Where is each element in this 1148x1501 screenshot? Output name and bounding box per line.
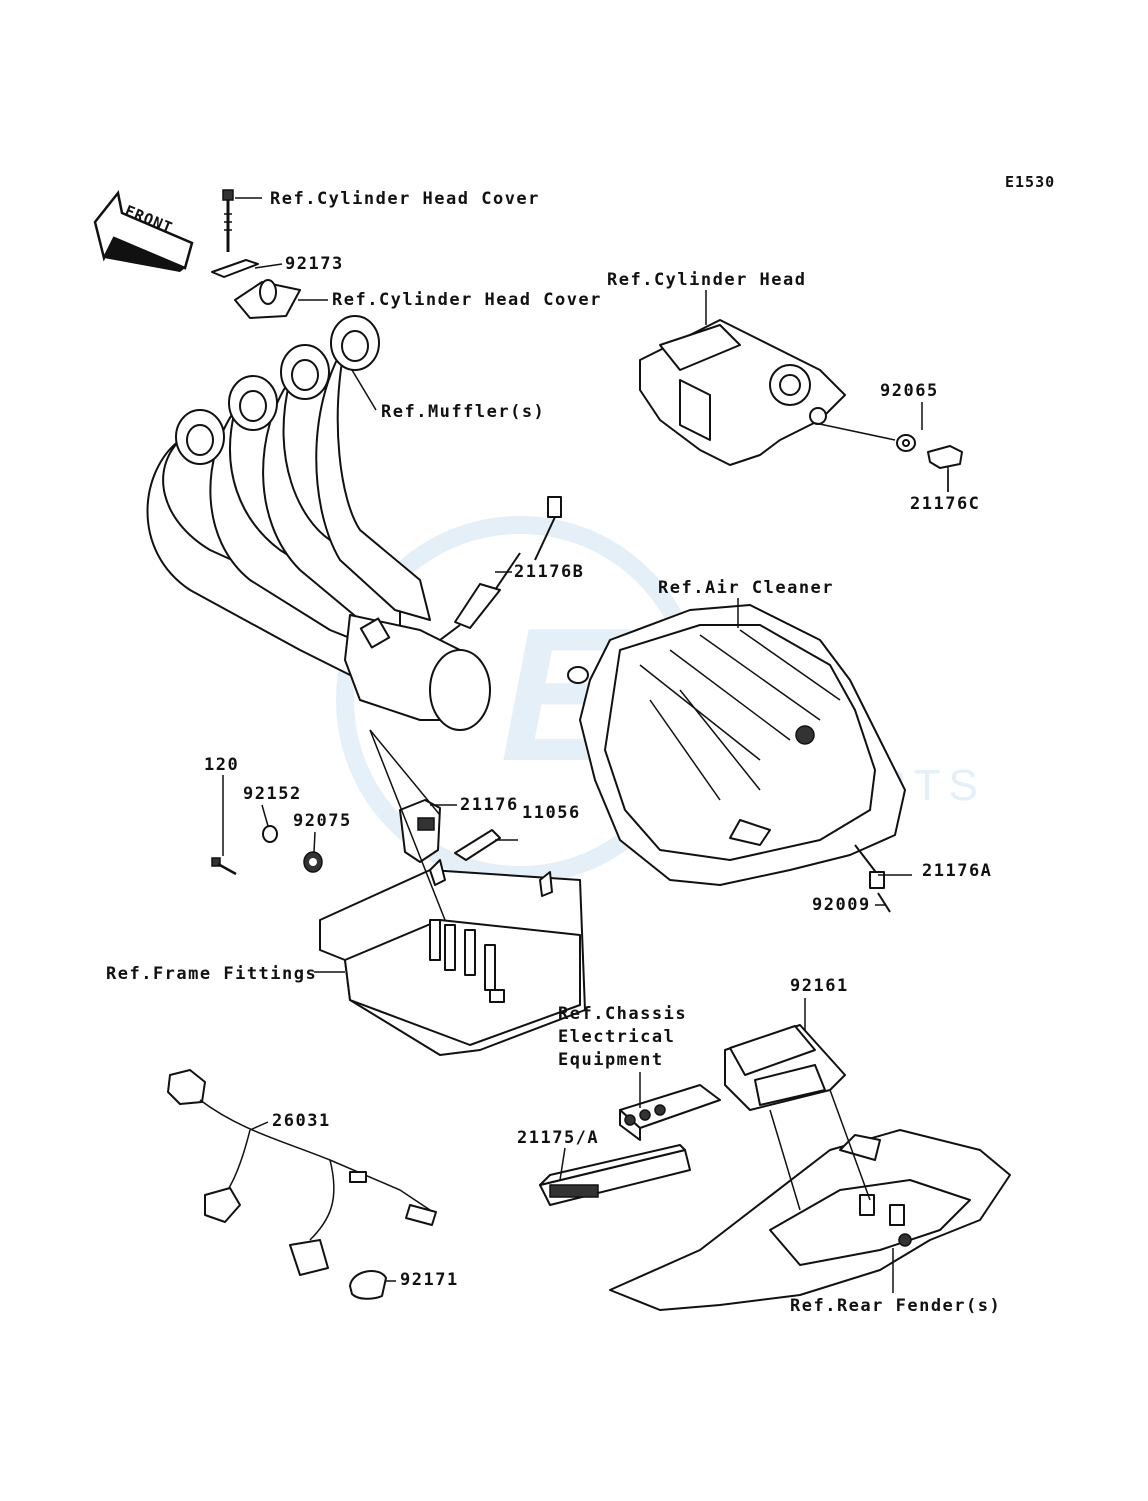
wiring-harness-26031: [167, 1069, 437, 1276]
leader-lines: [222, 197, 949, 1293]
bracket-92173: [211, 259, 259, 278]
cylinder-head-cover-bolt: [222, 189, 234, 252]
exhaust-headers: [146, 344, 491, 731]
diagram-code: E1530: [1005, 173, 1056, 191]
damper-92075: [303, 851, 323, 873]
temp-sensor-21176c: [927, 445, 963, 492]
label-ref-chassis-electrical-equipment: Ref.Chassis Electrical Equipment: [558, 1004, 688, 1070]
battery-tray: [319, 859, 586, 1056]
label-21176a: 21176A: [922, 861, 993, 881]
screw-92009: [877, 892, 891, 913]
label-92161: 92161: [790, 976, 849, 996]
label-92152: 92152: [243, 784, 302, 804]
label-ref-cylinder-head-cover-top: Ref.Cylinder Head Cover: [270, 189, 540, 209]
collar-92152: [262, 825, 278, 843]
relay-box-92161: [724, 1024, 846, 1111]
label-26031: 26031: [272, 1111, 331, 1131]
o2-sensor-21176b: [439, 496, 562, 641]
label-21176b: 21176B: [514, 562, 585, 582]
cylinder-head-cover-cap: [234, 279, 301, 319]
label-ref-frame-fittings: Ref.Frame Fittings: [106, 964, 318, 984]
label-120: 120: [204, 755, 240, 775]
ecu-21175a: [539, 1144, 691, 1206]
header-flanges: [175, 315, 380, 465]
clamp-92171: [349, 1270, 387, 1300]
tip-over-sensor-21176: [399, 799, 441, 863]
iat-sensor-21176a: [854, 844, 885, 889]
label-92173: 92173: [285, 254, 344, 274]
label-92075: 92075: [293, 811, 352, 831]
washer-92065: [896, 434, 916, 452]
label-92009: 92009: [812, 895, 871, 915]
cylinder-head: [639, 319, 846, 466]
label-21175a: 21175/A: [517, 1128, 600, 1148]
label-21176c: 21176C: [910, 494, 981, 514]
label-ref-mufflers: Ref.Muffler(s): [381, 402, 546, 422]
label-21176: 21176: [460, 795, 519, 815]
label-ref-cylinder-head-cover-bottom: Ref.Cylinder Head Cover: [332, 290, 602, 310]
label-92065: 92065: [880, 381, 939, 401]
front-arrow-icon: FRONT: [93, 190, 194, 272]
rear-fender: [609, 1129, 1011, 1311]
label-ref-air-cleaner: Ref.Air Cleaner: [658, 578, 835, 598]
chassis-electrical-connector: [619, 1084, 721, 1141]
label-92171: 92171: [400, 1270, 459, 1290]
air-cleaner: [567, 604, 906, 886]
label-ref-cylinder-head: Ref.Cylinder Head: [607, 270, 807, 290]
label-11056: 11056: [522, 803, 581, 823]
bracket-11056: [454, 829, 501, 861]
label-ref-rear-fender: Ref.Rear Fender(s): [790, 1296, 1002, 1316]
bolt-120: [211, 857, 237, 876]
